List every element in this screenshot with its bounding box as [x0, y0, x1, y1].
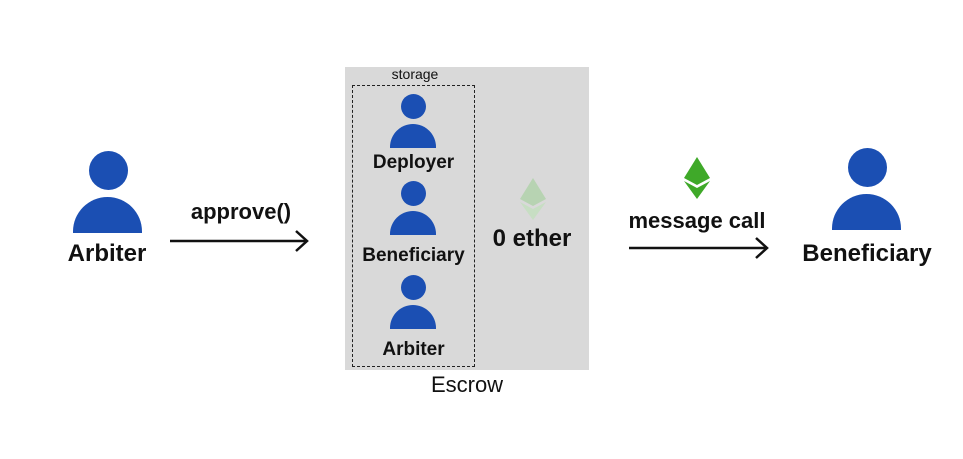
- message-call-label: message call: [628, 208, 766, 233]
- person-body: [390, 305, 436, 329]
- escrow-contract-box: [345, 67, 589, 370]
- person-head: [401, 94, 426, 119]
- beneficiary-label: Beneficiary: [802, 240, 932, 267]
- person-body: [832, 194, 901, 230]
- person-head: [89, 151, 128, 190]
- storage-label: storage: [391, 66, 439, 82]
- storage-deployer-label: Deployer: [372, 152, 455, 173]
- ethereum-icon: [684, 157, 710, 199]
- escrow-label: Escrow: [430, 372, 504, 397]
- ethereum-icon: [520, 178, 546, 220]
- person-body: [390, 211, 436, 235]
- beneficiary-person-icon: [832, 148, 901, 230]
- person-head: [401, 275, 426, 300]
- storage-beneficiary-label: Beneficiary: [362, 245, 465, 266]
- storage-box: [352, 85, 475, 367]
- escrow-balance-label: 0 ether: [492, 225, 572, 252]
- storage-arbiter-label: Arbiter: [382, 339, 445, 360]
- arbiter-person-icon: [73, 151, 142, 233]
- deployer-person-icon: [390, 94, 436, 148]
- person-head: [401, 181, 426, 206]
- beneficiary-storage-person-icon: [390, 181, 436, 235]
- arbiter-storage-person-icon: [390, 275, 436, 329]
- person-body: [73, 197, 142, 233]
- approve-call-label: approve(): [190, 199, 292, 224]
- person-head: [848, 148, 887, 187]
- person-body: [390, 124, 436, 148]
- arbiter-label: Arbiter: [67, 240, 147, 267]
